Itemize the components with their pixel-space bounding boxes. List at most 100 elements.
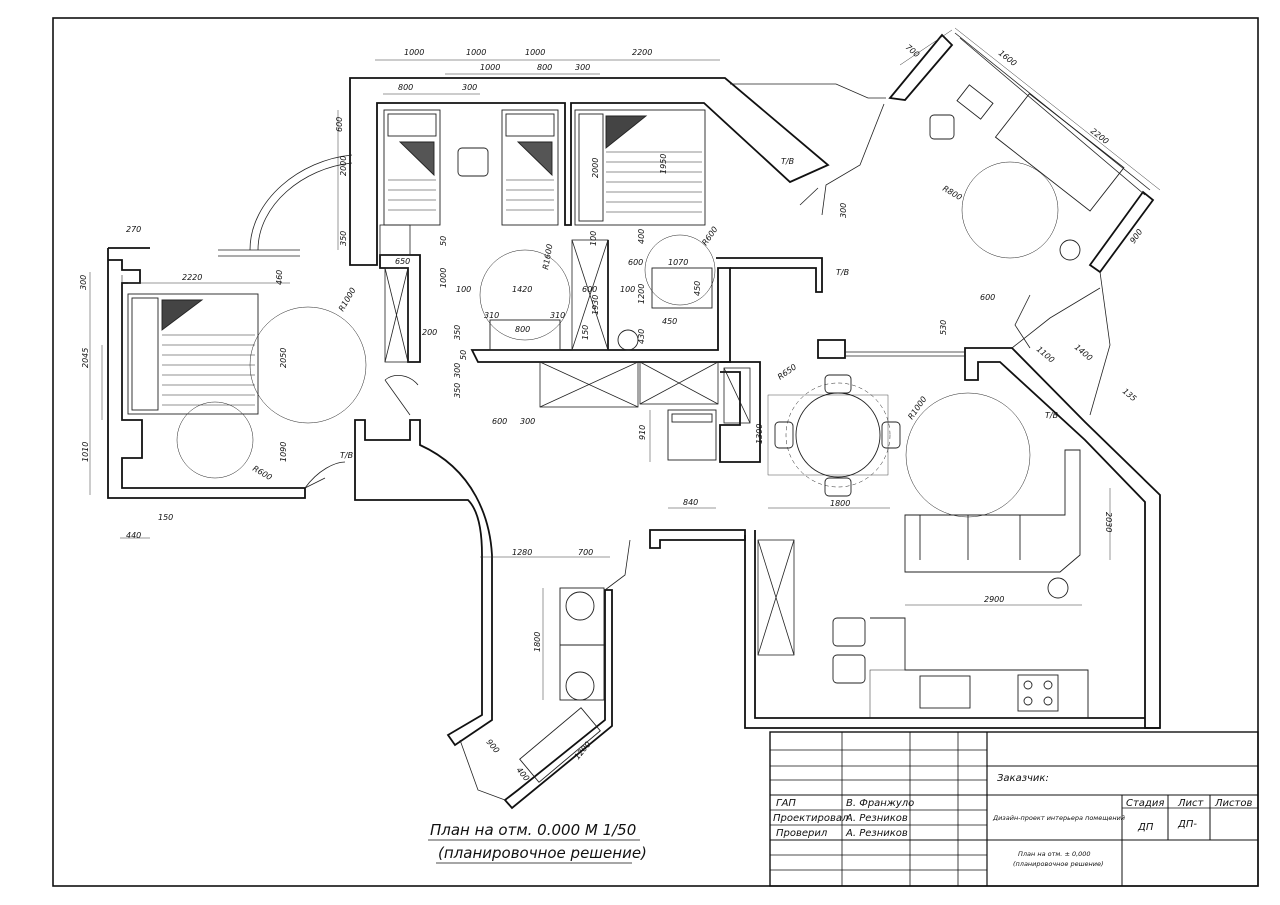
- dim-text: 300: [453, 363, 462, 378]
- dim-text: 1000: [439, 268, 448, 288]
- dim-text: 600: [335, 117, 344, 132]
- dim-text: R1000: [906, 395, 928, 421]
- dim-text: 50: [439, 236, 448, 246]
- sofa: [904, 449, 1081, 573]
- dim-text: 350: [339, 231, 348, 246]
- caption-line-1: План на отм. 0.000 М 1/50: [430, 821, 636, 839]
- dim-text: 50: [459, 350, 468, 360]
- dim-text: 1000: [480, 63, 500, 72]
- dim-text: 1950: [659, 154, 668, 174]
- dim-text: 430: [637, 329, 646, 344]
- dim-text: 2045: [81, 348, 90, 368]
- dim-text: 300: [839, 203, 848, 218]
- stage-value: ДП: [1137, 822, 1154, 833]
- dim-text: 2000: [339, 156, 348, 176]
- dim-text: 1070: [668, 258, 688, 267]
- dimension-lines: [89, 27, 1161, 700]
- dim-text: 1000: [525, 48, 545, 57]
- dim-text: R800: [941, 184, 964, 202]
- dim-text: 1000: [466, 48, 486, 57]
- dim-text: 1400: [1073, 343, 1094, 363]
- sheet-title-2: (планировочное решение): [1013, 860, 1104, 868]
- dim-text: 310: [550, 311, 565, 320]
- dim-text: R1600: [541, 243, 554, 270]
- double-bed-2: [574, 109, 706, 226]
- dim-text: 600: [628, 258, 643, 267]
- dim-text: 100: [589, 231, 598, 246]
- sheets-header: Листов: [1214, 798, 1252, 809]
- dim-text: 1420: [512, 285, 532, 294]
- dim-text: 270: [126, 225, 141, 234]
- role-label: Проверил: [776, 828, 828, 839]
- sheet-title-1: План на отм. ± 0,000: [1018, 850, 1091, 858]
- stove: [1017, 674, 1059, 712]
- dim-text: 700: [578, 548, 593, 557]
- customer-label: Заказчик:: [997, 773, 1049, 784]
- furniture: [127, 84, 1125, 783]
- single-bed-1: [383, 109, 441, 226]
- dim-text: 450: [662, 317, 677, 326]
- dim-text: 1280: [512, 548, 532, 557]
- dim-text: 400: [637, 229, 646, 244]
- dim-text: R600: [700, 225, 719, 247]
- dim-text: 300: [79, 275, 88, 290]
- dim-text: 1930: [591, 295, 600, 315]
- dim-text: 800: [398, 83, 413, 92]
- walls: [107, 33, 1161, 810]
- dim-text: 1090: [279, 442, 288, 462]
- role-name: А. Резников: [845, 828, 908, 839]
- role-label: Проектировал: [773, 813, 849, 824]
- dim-text: 350: [453, 383, 462, 398]
- stage-header: Стадия: [1126, 798, 1164, 809]
- dim-text: 1300: [755, 424, 764, 444]
- dim-text: 2220: [182, 273, 202, 282]
- role-name: А. Резников: [845, 813, 908, 824]
- dim-text: 300: [520, 417, 535, 426]
- dim-text: 310: [484, 311, 499, 320]
- dim-text: 700: [904, 43, 921, 60]
- dim-text: 1000: [404, 48, 424, 57]
- dim-text: 600: [980, 293, 995, 302]
- riser-label: Т/В: [1045, 411, 1058, 420]
- title-block-text: ГАП В. Франжуло Проектировал А. Резников…: [773, 773, 1252, 868]
- dim-text: 300: [575, 63, 590, 72]
- dim-text: R1000: [337, 286, 358, 313]
- role-name: В. Франжуло: [846, 798, 914, 809]
- dim-text: 2200: [632, 48, 652, 57]
- sheet-header: Лист: [1177, 798, 1205, 809]
- dim-text: 600: [492, 417, 507, 426]
- dim-text: 2900: [984, 595, 1004, 604]
- dim-text: 600: [582, 285, 597, 294]
- caption-line-2: (планировочное решение): [438, 844, 647, 862]
- dim-text: 910: [638, 425, 647, 440]
- dim-text: 1100: [1035, 345, 1056, 365]
- dim-text: 1010: [81, 442, 90, 462]
- dim-text: 100: [456, 285, 471, 294]
- dim-text: 840: [683, 498, 698, 507]
- dim-text: 1800: [830, 499, 850, 508]
- project-title: Дизайн-проект интерьера помещений: [992, 814, 1125, 822]
- riser-labels: Т/В Т/В Т/В Т/В: [340, 157, 1058, 460]
- dim-text: 300: [462, 83, 477, 92]
- dim-text: 530: [939, 320, 948, 335]
- dim-text: 800: [537, 63, 552, 72]
- dim-text: 350: [453, 325, 462, 340]
- dim-text: 440: [126, 531, 141, 540]
- dim-text: 2050: [279, 348, 288, 368]
- dim-text: 460: [275, 270, 284, 285]
- plan-caption: План на отм. 0.000 М 1/50 (планировочное…: [428, 821, 647, 864]
- thin-lines: [121, 32, 1151, 801]
- dim-text: 900: [484, 738, 501, 755]
- dim-text: 1200: [637, 284, 646, 304]
- title-block: [769, 731, 1259, 887]
- riser-label: Т/В: [836, 268, 849, 277]
- dim-text: 1600: [997, 48, 1019, 68]
- dim-text: 200: [422, 328, 437, 337]
- dim-text: 450: [693, 281, 702, 296]
- dim-text: 150: [158, 513, 173, 522]
- single-bed-2: [501, 109, 559, 226]
- sink: [919, 675, 971, 709]
- double-bed-1: [127, 293, 259, 415]
- dim-text: 135: [1121, 387, 1138, 404]
